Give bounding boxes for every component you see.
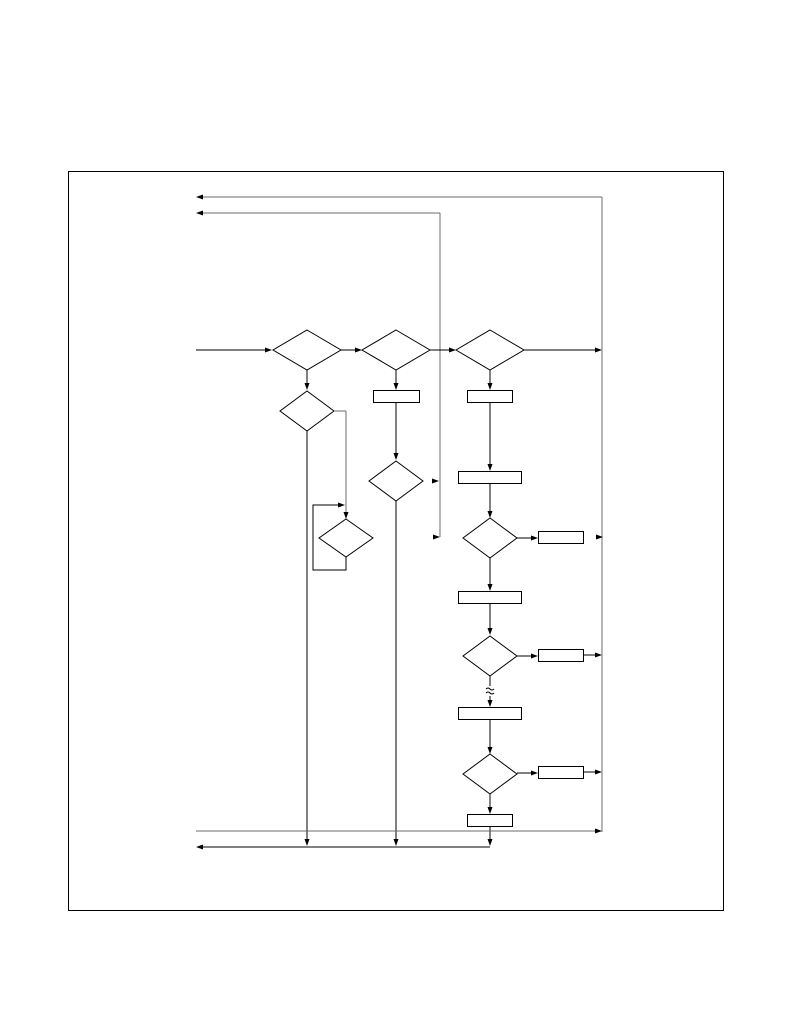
entry-connector (196, 347, 272, 353)
bottom-grey-line (196, 828, 602, 834)
decision-3 (455, 329, 525, 371)
connector-d5-right (432, 478, 439, 484)
connector-d2-d3 (430, 347, 456, 353)
connector-break-box (487, 696, 493, 707)
connector-d2-box (393, 370, 399, 390)
decision-8 (462, 635, 518, 677)
process-box-c3-4 (458, 707, 522, 720)
connector-right-1 (596, 534, 603, 540)
connector-box-d9 (487, 720, 493, 754)
connector-box-d8 (487, 604, 493, 635)
connector-d1-d4 (304, 370, 310, 390)
decision-5 (368, 460, 424, 502)
figure-frame (68, 171, 724, 911)
return-line-top (196, 194, 603, 832)
decision-1 (272, 329, 342, 371)
connector-d3-right (524, 347, 602, 353)
loop-connector (334, 410, 349, 519)
connector-d6-box (487, 558, 493, 591)
process-box-c2 (373, 390, 420, 403)
connector-d8-right (517, 653, 538, 659)
process-box-right-1 (538, 531, 584, 544)
connector-return-arrow (433, 534, 440, 540)
process-box-right-3 (538, 766, 584, 779)
return-line-second (196, 210, 441, 537)
break-symbol (485, 687, 495, 695)
connector-d4-bottom (304, 431, 310, 846)
exit-connector (196, 844, 490, 850)
process-box-c3-1 (467, 390, 513, 403)
process-box-right-2 (538, 649, 584, 662)
connector-right-3 (584, 769, 602, 775)
connector-d1-d2 (341, 347, 362, 353)
connector-d3-box (487, 370, 493, 390)
process-box-c3-3 (458, 591, 522, 604)
process-box-c3-2 (458, 471, 522, 484)
decision-2 (361, 329, 431, 371)
connector-d5-bottom (393, 501, 399, 846)
connector-box-bottom (487, 827, 493, 846)
decision-4 (279, 390, 335, 432)
connector-d6-right (517, 535, 538, 541)
decision-9 (462, 753, 518, 795)
connector-right-2 (584, 652, 602, 658)
connector-box-d5 (393, 403, 399, 460)
connector-box-box (487, 403, 493, 471)
decision-6 (462, 517, 518, 559)
process-box-c3-5 (467, 814, 513, 827)
connector-d9-right (517, 770, 538, 776)
decision-7 (318, 518, 374, 558)
connector-box-d6 (487, 484, 493, 518)
loop-back-connector (312, 502, 347, 571)
connector-d9-box (487, 794, 493, 814)
